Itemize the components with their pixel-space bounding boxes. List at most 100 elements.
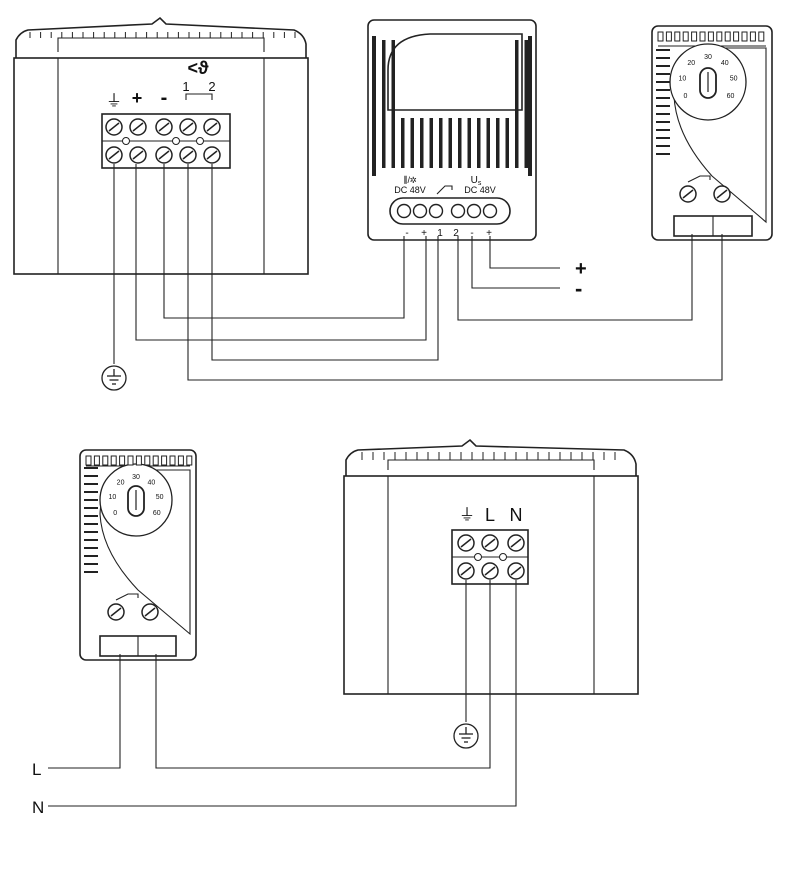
controller-terminal — [482, 203, 498, 219]
thermostat-scale-label: 20 — [117, 480, 125, 487]
top-heater-fins — [15, 16, 307, 58]
screw-terminal-icon — [713, 185, 731, 203]
thermostat-fin — [682, 31, 689, 42]
mains-l-label: L — [32, 760, 41, 779]
screw-terminal-icon — [507, 562, 525, 580]
thermostat-fin — [741, 31, 748, 42]
screw-terminal-icon — [155, 146, 173, 164]
thermostat-fin — [102, 455, 109, 466]
thermostat-fin — [665, 31, 672, 42]
vent-slot — [458, 118, 462, 168]
thermostat-fin — [93, 455, 100, 466]
thermostat-contact-symbol — [115, 593, 139, 601]
vent-slot — [448, 118, 452, 168]
thermostat-scale-label: 0 — [684, 93, 688, 100]
controller-window — [387, 33, 523, 111]
supply-plus-label: + — [575, 258, 587, 280]
controller-right-title: Us — [471, 175, 482, 187]
controller-pin-label: - — [470, 228, 473, 239]
screw-terminal-icon — [141, 603, 159, 621]
thermostat-scale-label: 10 — [108, 494, 116, 501]
vent-slot — [496, 118, 500, 168]
top-heater — [13, 16, 309, 275]
controller-terminal — [412, 203, 428, 219]
wires — [48, 164, 723, 807]
top-heater-body — [13, 57, 309, 275]
thermostat-fin — [119, 455, 126, 466]
thermostat-fin — [161, 455, 168, 466]
screw-terminal-icon — [179, 118, 197, 136]
top-minus-label: - — [161, 87, 168, 109]
bottom-earth-icon — [453, 723, 479, 749]
thermostat-fin — [749, 31, 756, 42]
bottom-l-label: L — [485, 505, 495, 525]
screw-terminal-icon — [203, 146, 221, 164]
vent-rail — [528, 36, 532, 176]
thermostat-fin — [135, 455, 142, 466]
bottom-terminal-block — [451, 529, 529, 585]
controller — [367, 19, 537, 241]
thermostat-scale-label: 20 — [687, 60, 695, 67]
controller-pin-label: 1 — [437, 228, 443, 239]
mains-n-label: N — [32, 798, 44, 817]
top-earth-icon — [101, 365, 127, 391]
thermostat-fin — [110, 455, 117, 466]
thermostat-fin — [169, 455, 176, 466]
controller-right-rating: DC 48V — [464, 185, 496, 195]
screw-terminal-icon — [155, 118, 173, 136]
controller-terminal — [428, 203, 444, 219]
terminal-link — [499, 553, 507, 561]
vent-slot — [410, 118, 414, 168]
terminal-link — [196, 137, 204, 145]
thermostat-scale-label: 40 — [721, 60, 729, 67]
thermostat-fin — [707, 31, 714, 42]
screw-terminal-icon — [679, 185, 697, 203]
screw-terminal-icon — [105, 146, 123, 164]
top-earth-label: ⏚ — [106, 92, 122, 110]
top-terminal-block — [101, 93, 231, 169]
thermostat-fin — [691, 31, 698, 42]
controller-terminal-strip — [389, 185, 511, 225]
controller-pin-label: 2 — [453, 228, 459, 239]
controller-vents — [372, 36, 532, 176]
thermostat-scale-label: 30 — [704, 54, 712, 61]
vent-rail — [372, 36, 376, 176]
controller-terminal — [396, 203, 412, 219]
vent-slot — [429, 118, 433, 168]
screw-terminal-icon — [105, 118, 123, 136]
screw-terminal-icon — [107, 603, 125, 621]
thermostat-fin — [674, 31, 681, 42]
screw-terminal-icon — [129, 118, 147, 136]
contact-symbol — [185, 93, 213, 100]
thermostat-scale-label: 10 — [678, 75, 686, 82]
thermostat-scale-label: 30 — [132, 474, 140, 481]
temp-contact-label: <ϑ — [188, 58, 210, 78]
thermostat-fin — [177, 455, 184, 466]
vent-slot — [382, 40, 386, 168]
vent-slot — [515, 40, 519, 168]
controller-terminal — [466, 203, 482, 219]
controller-left-icons: ⫼/✲ — [403, 175, 417, 185]
bottom-heater-body — [343, 475, 639, 695]
controller-pin-label: + — [486, 228, 492, 239]
thermostat-fin — [186, 455, 193, 466]
screw-terminal-icon — [507, 534, 525, 552]
bottom-n-label: N — [510, 505, 523, 525]
vent-slot — [486, 118, 490, 168]
thermostat-scale-label: 40 — [148, 480, 156, 487]
controller-contact-symbol — [436, 185, 453, 195]
vent-slot — [477, 118, 481, 168]
vent-slot — [439, 118, 443, 168]
controller-pin-label: + — [421, 228, 427, 239]
thermostat-scale-label: 60 — [727, 93, 735, 100]
thermostat-fin — [144, 455, 151, 466]
screw-terminal-icon — [203, 118, 221, 136]
vent-slot — [391, 40, 395, 168]
thermostat-contact-symbol — [687, 175, 711, 183]
controller-body — [367, 19, 537, 241]
screw-terminal-icon — [179, 146, 197, 164]
thermostat-fin — [657, 31, 664, 42]
supply-minus-label: - — [575, 276, 582, 301]
